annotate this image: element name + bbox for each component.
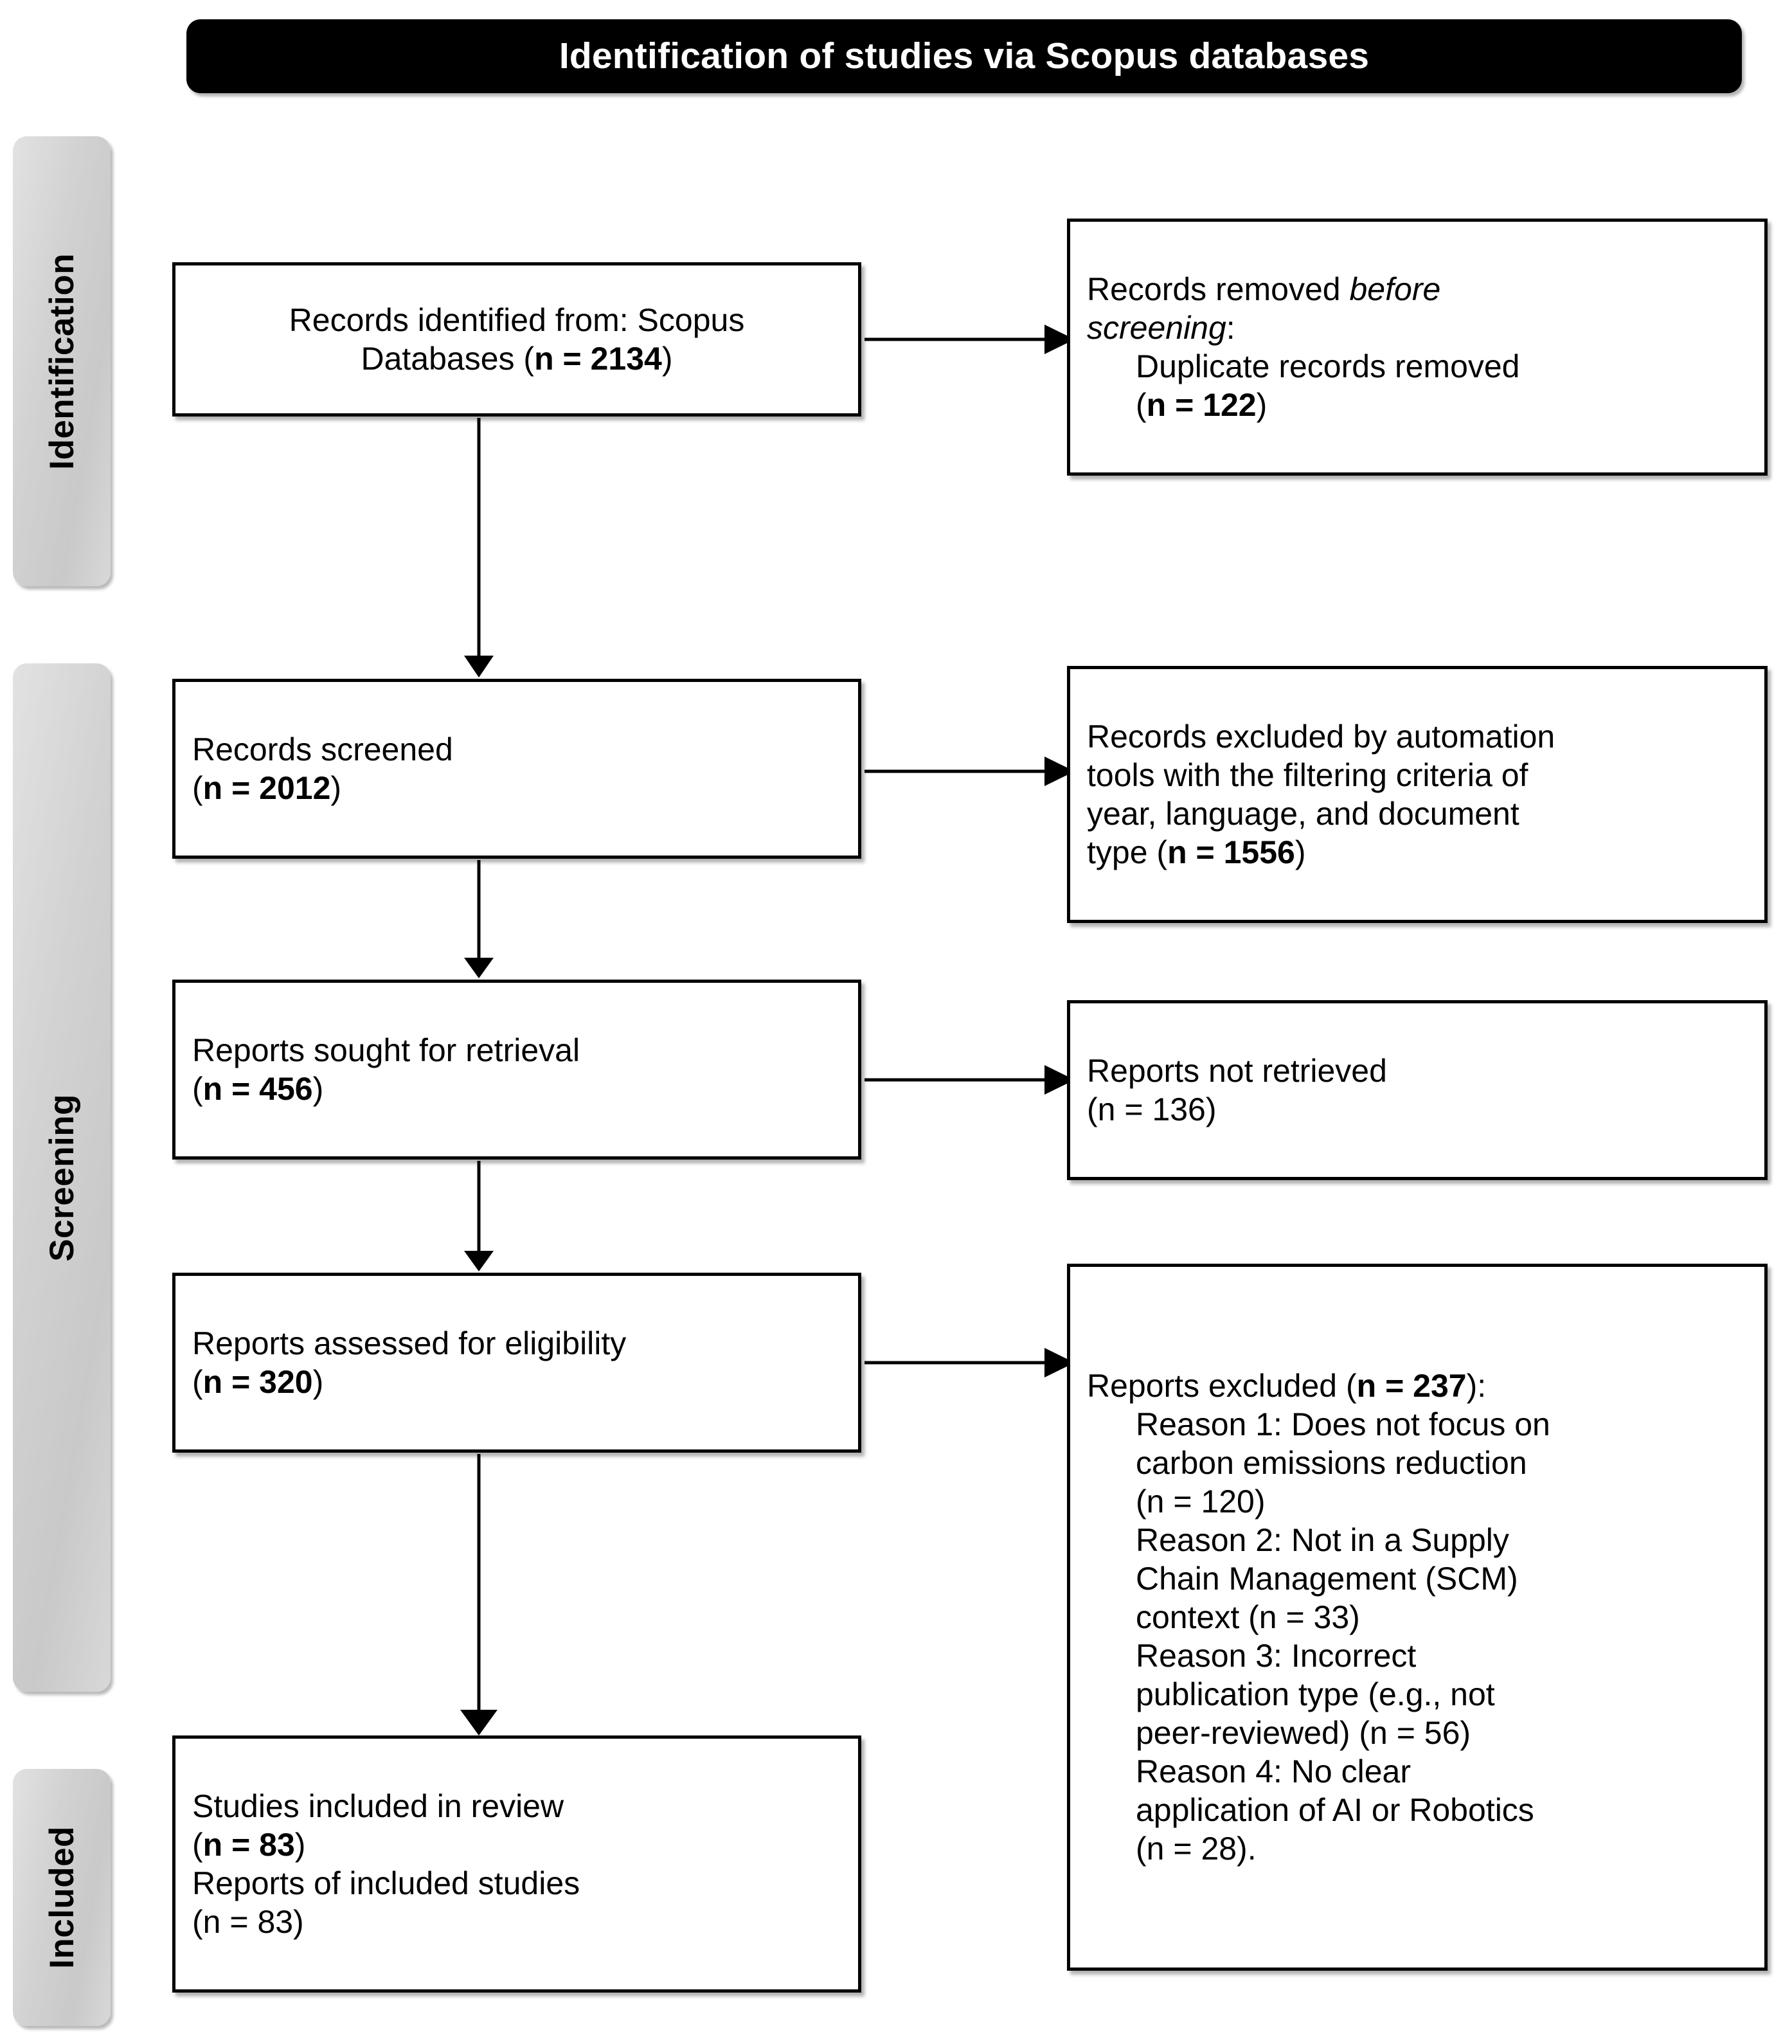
stage-sidebar-included: Included bbox=[13, 1769, 111, 2026]
studies-included-line2: (n = 83) bbox=[192, 1827, 306, 1863]
box-records-screened: Records screened (n = 2012) bbox=[172, 679, 861, 859]
not-retrieved-line1: Reports not retrieved bbox=[1087, 1053, 1387, 1089]
reports-sought-line2: (n = 456) bbox=[192, 1071, 324, 1107]
reports-excluded-reason-2: Reason 2: Not in a Supply Chain Manageme… bbox=[1136, 1522, 1518, 1635]
box-records-excluded-automation: Records excluded by automation tools wit… bbox=[1067, 666, 1768, 923]
stage-sidebar-screening: Screening bbox=[13, 663, 111, 1692]
reports-excluded-reason-1: Reason 1: Does not focus on carbon emiss… bbox=[1136, 1406, 1550, 1520]
records-screened-line1: Records screened bbox=[192, 731, 453, 767]
box-studies-included: Studies included in review (n = 83) Repo… bbox=[172, 1735, 861, 1993]
excluded-auto-line2: tools with the filtering criteria of bbox=[1087, 757, 1528, 793]
excluded-auto-line1: Records excluded by automation bbox=[1087, 719, 1555, 755]
diagram-title-text: Identification of studies via Scopus dat… bbox=[559, 35, 1370, 77]
arrowhead-assessed-to-included bbox=[460, 1710, 497, 1735]
studies-included-line4: (n = 83) bbox=[192, 1904, 304, 1940]
box-reports-assessed: Reports assessed for eligibility (n = 32… bbox=[172, 1273, 861, 1453]
records-removed-line4: (n = 122) bbox=[1136, 387, 1268, 423]
box-reports-sought: Reports sought for retrieval (n = 456) bbox=[172, 980, 861, 1160]
diagram-title-banner: Identification of studies via Scopus dat… bbox=[186, 19, 1742, 93]
studies-included-line3: Reports of included studies bbox=[192, 1865, 580, 1901]
reports-excluded-reason-3: Reason 3: Incorrect publication type (e.… bbox=[1136, 1638, 1495, 1751]
records-removed-line1: Records removed before bbox=[1087, 271, 1441, 307]
records-identified-line1: Records identified from: Scopus bbox=[289, 302, 745, 338]
records-removed-line3: Duplicate records removed bbox=[1136, 348, 1520, 384]
excluded-auto-line3: year, language, and document bbox=[1087, 796, 1519, 832]
box-reports-not-retrieved: Reports not retrieved (n = 136) bbox=[1067, 1000, 1768, 1180]
arrowhead-screened-to-sought bbox=[464, 958, 494, 978]
stage-label-identification: Identification bbox=[42, 253, 81, 470]
reports-excluded-reason-4: Reason 4: No clear application of AI or … bbox=[1136, 1753, 1534, 1867]
reports-assessed-line2: (n = 320) bbox=[192, 1364, 324, 1400]
stage-label-included: Included bbox=[42, 1826, 81, 1969]
reports-sought-line1: Reports sought for retrieval bbox=[192, 1032, 580, 1068]
records-identified-line2: Databases (n = 2134) bbox=[361, 341, 673, 377]
box-reports-excluded: Reports excluded (n = 237): Reason 1: Do… bbox=[1067, 1264, 1768, 1971]
box-records-identified: Records identified from: Scopus Database… bbox=[172, 262, 861, 417]
reports-assessed-line1: Reports assessed for eligibility bbox=[192, 1325, 627, 1361]
arrowhead-sought-to-assessed bbox=[464, 1251, 494, 1271]
records-screened-line2: (n = 2012) bbox=[192, 770, 342, 806]
stage-sidebar-identification: Identification bbox=[13, 136, 111, 586]
reports-excluded-header: Reports excluded (n = 237): bbox=[1087, 1368, 1487, 1404]
studies-included-line1: Studies included in review bbox=[192, 1788, 564, 1824]
excluded-auto-line4: type (n = 1556) bbox=[1087, 834, 1306, 870]
box-records-removed: Records removed before screening: Duplic… bbox=[1067, 219, 1768, 476]
arrowhead-identified-to-screened bbox=[464, 656, 494, 677]
not-retrieved-line2: (n = 136) bbox=[1087, 1091, 1217, 1127]
stage-label-screening: Screening bbox=[42, 1093, 81, 1262]
records-removed-line2: screening: bbox=[1087, 310, 1235, 346]
